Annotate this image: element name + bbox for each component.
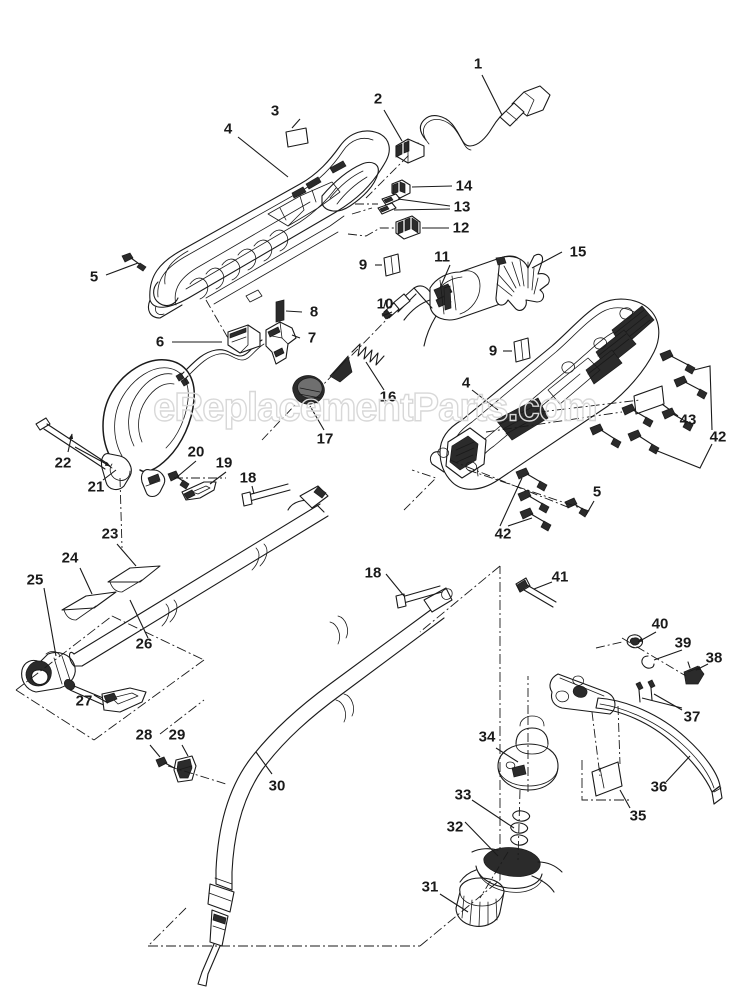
callout-20: 20 [187, 443, 205, 461]
callout-17: 17 [316, 430, 334, 448]
spring-coupler-group [261, 343, 385, 441]
callout-27: 27 [75, 692, 93, 710]
callout-25: 25 [26, 571, 44, 589]
callout-1: 1 [473, 55, 483, 73]
callout-12: 12 [452, 219, 470, 237]
handle-housing-group [147, 130, 390, 319]
callout-34: 34 [478, 728, 496, 746]
motor-assembly-group [315, 251, 563, 393]
callout-36: 36 [650, 778, 668, 796]
callout-4-right: 4 [461, 374, 471, 392]
callout-15: 15 [569, 243, 587, 261]
brush-cap-part-left [375, 253, 401, 277]
right-housing-group [403, 298, 713, 532]
callout-37: 37 [683, 708, 701, 726]
callout-11: 11 [434, 248, 450, 266]
callout-5-right: 5 [592, 483, 602, 501]
trimmer-head-group [439, 676, 563, 927]
lower-shaft-group [147, 565, 501, 987]
callout-18-lower: 18 [364, 564, 382, 582]
screw-5-right [564, 497, 595, 518]
callout-41: 41 [551, 568, 569, 586]
callout-32: 32 [446, 818, 464, 836]
callout-9-left: 9 [358, 256, 368, 274]
nameplate-label-part [285, 118, 309, 148]
callout-42-right: 42 [709, 428, 727, 446]
callout-23: 23 [101, 525, 119, 543]
callout-13: 13 [453, 198, 471, 216]
leader-4-upper [237, 136, 289, 178]
upper-shaft-group [15, 485, 329, 741]
screws-42-right [589, 349, 713, 469]
screw-5-upper [105, 252, 147, 276]
callout-26: 26 [135, 635, 153, 653]
callout-19: 19 [215, 454, 233, 472]
callout-5-left: 5 [89, 268, 99, 286]
callout-2: 2 [373, 90, 383, 108]
callout-10: 10 [376, 295, 394, 313]
callout-40: 40 [651, 615, 669, 633]
cord-bushing-part [365, 109, 425, 199]
callout-42-bottom: 42 [494, 525, 512, 543]
harness-terminals-group [347, 179, 453, 240]
callout-39: 39 [674, 634, 692, 652]
callout-29: 29 [168, 726, 186, 744]
callout-24: 24 [61, 549, 79, 567]
callout-16: 16 [379, 388, 397, 406]
callout-7: 7 [307, 329, 317, 347]
callout-21: 21 [87, 478, 105, 496]
grip-bracket-18-upper [241, 483, 291, 507]
aux-handle-group [35, 359, 195, 549]
callout-18-upper: 18 [239, 469, 257, 487]
callout-14: 14 [455, 177, 473, 195]
switch-harness-group [172, 299, 303, 387]
callout-31: 31 [421, 878, 439, 896]
callout-43: 43 [679, 411, 697, 429]
handle-clamp-group [167, 460, 227, 501]
screws-42-bottom [499, 467, 552, 532]
guard-deflector-group [515, 577, 723, 809]
brush-cap-part-right [503, 337, 531, 363]
callout-38: 38 [705, 649, 723, 667]
callout-4-upper: 4 [223, 120, 233, 138]
callout-33: 33 [454, 786, 472, 804]
callout-30: 30 [268, 777, 286, 795]
callout-9-right: 9 [488, 342, 498, 360]
cooling-fan-part [495, 251, 563, 311]
callout-8: 8 [309, 303, 319, 321]
callout-28: 28 [135, 726, 153, 744]
callout-22: 22 [54, 454, 72, 472]
callout-6: 6 [155, 333, 165, 351]
callout-3: 3 [270, 102, 280, 120]
callout-35: 35 [629, 807, 647, 825]
